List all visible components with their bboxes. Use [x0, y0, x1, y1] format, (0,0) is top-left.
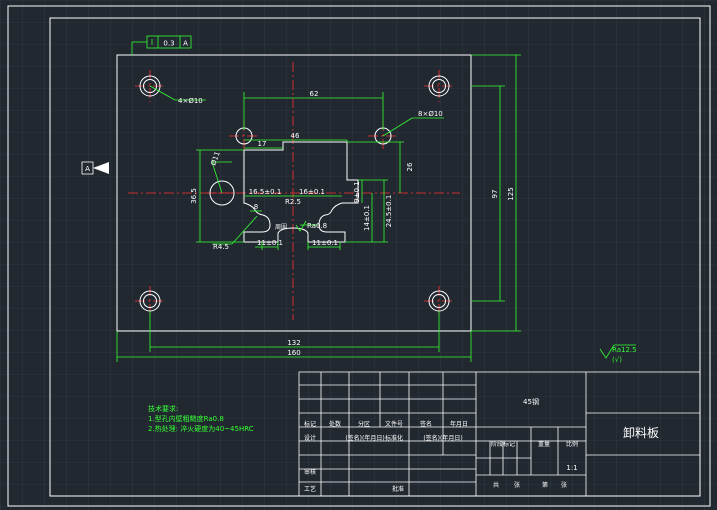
- label-side-holes: 8×Ø10: [418, 110, 443, 118]
- notes-title: 技术要求:: [148, 404, 178, 413]
- dim-16: 16±0.1: [299, 188, 325, 196]
- tb-stage-mark: 阶段标记: [491, 440, 515, 448]
- dim-132: 132: [287, 339, 300, 347]
- holes: [139, 75, 450, 312]
- tb-review: 审核: [304, 468, 316, 476]
- label-inner-around: 周围: [275, 224, 287, 231]
- tb-total: 共: [493, 481, 499, 489]
- svg-text:A: A: [85, 165, 90, 173]
- tolerance-datum: A: [183, 40, 188, 48]
- tb-ratio: 比例: [566, 440, 578, 448]
- tolerance-frame: 0.3 A: [131, 35, 192, 55]
- hole-top-left: [139, 75, 161, 97]
- tb-approve: 批准: [392, 485, 404, 493]
- dim-8: 8: [254, 203, 258, 211]
- dim-16-5: 16.5±0.1: [249, 188, 282, 196]
- label-general-finish-note: (√): [612, 356, 622, 364]
- tb-material: 45钢: [523, 397, 539, 406]
- tolerance-value: 0.3: [163, 40, 174, 48]
- technical-notes: 技术要求: 1.型孔内壁粗糙度Ra0.8 2.热处理: 淬火硬度为40~45HR…: [148, 404, 254, 433]
- dimension-lines: [116, 54, 636, 362]
- title-block: [298, 371, 701, 497]
- plate-outline: [116, 54, 472, 332]
- tb-sign-date: (签名)(年月日): [345, 434, 384, 442]
- notes-line-2: 2.热处理: 淬火硬度为40~45HRC: [148, 424, 254, 433]
- dimension-texts: 62 46 17 36.5 26 16.5±0.1 16±0.1 R2.5 8 …: [178, 90, 637, 364]
- tb-sign-date2: (签名)(年月日): [423, 434, 462, 442]
- tb-standardize: 标准化: [385, 434, 403, 442]
- dim-26: 26: [406, 162, 414, 171]
- dim-14: 14±0.1: [363, 205, 371, 231]
- dim-160: 160: [287, 349, 300, 357]
- tb-design: 设计: [304, 434, 316, 442]
- tb-date: 年月日: [450, 420, 468, 428]
- notes-line-1: 1.型孔内壁粗糙度Ra0.8: [148, 414, 224, 423]
- dim-36-5: 36.5: [190, 188, 198, 204]
- tb-weight: 重量: [538, 440, 550, 448]
- dim-11b: 11±0.1: [312, 239, 338, 247]
- tb-page: 第: [542, 481, 548, 489]
- dim-62: 62: [310, 90, 319, 98]
- label-inner-finish: Ra0.8: [307, 222, 327, 230]
- dim-46: 46: [291, 132, 300, 140]
- dim-r4-5: R4.5: [213, 243, 229, 251]
- label-general-finish: Ra12.5: [612, 346, 637, 354]
- dim-24-5: 24.5±0.1: [385, 195, 393, 228]
- tb-signature: 签名: [420, 420, 432, 428]
- dim-11a: 11±0.1: [257, 239, 283, 247]
- title-block-text: 标记 处数 分区 文件号 签名 年月日 设计 (签名)(年月日) 标准化 (签名…: [304, 397, 659, 493]
- datum-marker: A: [81, 161, 109, 175]
- dim-r2-5: R2.5: [285, 198, 301, 206]
- dim-97: 97: [491, 190, 499, 199]
- dim-17: 17: [258, 140, 267, 148]
- hole-top-right: [428, 75, 450, 97]
- tb-docno: 文件号: [385, 420, 403, 428]
- tb-sheet: 张: [561, 481, 567, 489]
- tb-sheets: 张: [514, 481, 520, 489]
- tb-count: 处数: [329, 420, 341, 428]
- tb-zone: 分区: [358, 420, 370, 428]
- label-corner-holes: 4×Ø10: [178, 97, 203, 105]
- tb-scale: 1:1: [566, 464, 577, 472]
- tb-mark: 标记: [304, 420, 316, 428]
- tb-process: 工艺: [304, 485, 316, 493]
- dim-125: 125: [507, 187, 515, 200]
- tb-part-name: 卸料板: [623, 425, 659, 440]
- dim-9: 9±0.1: [353, 181, 361, 202]
- hole-left-large: [209, 180, 235, 206]
